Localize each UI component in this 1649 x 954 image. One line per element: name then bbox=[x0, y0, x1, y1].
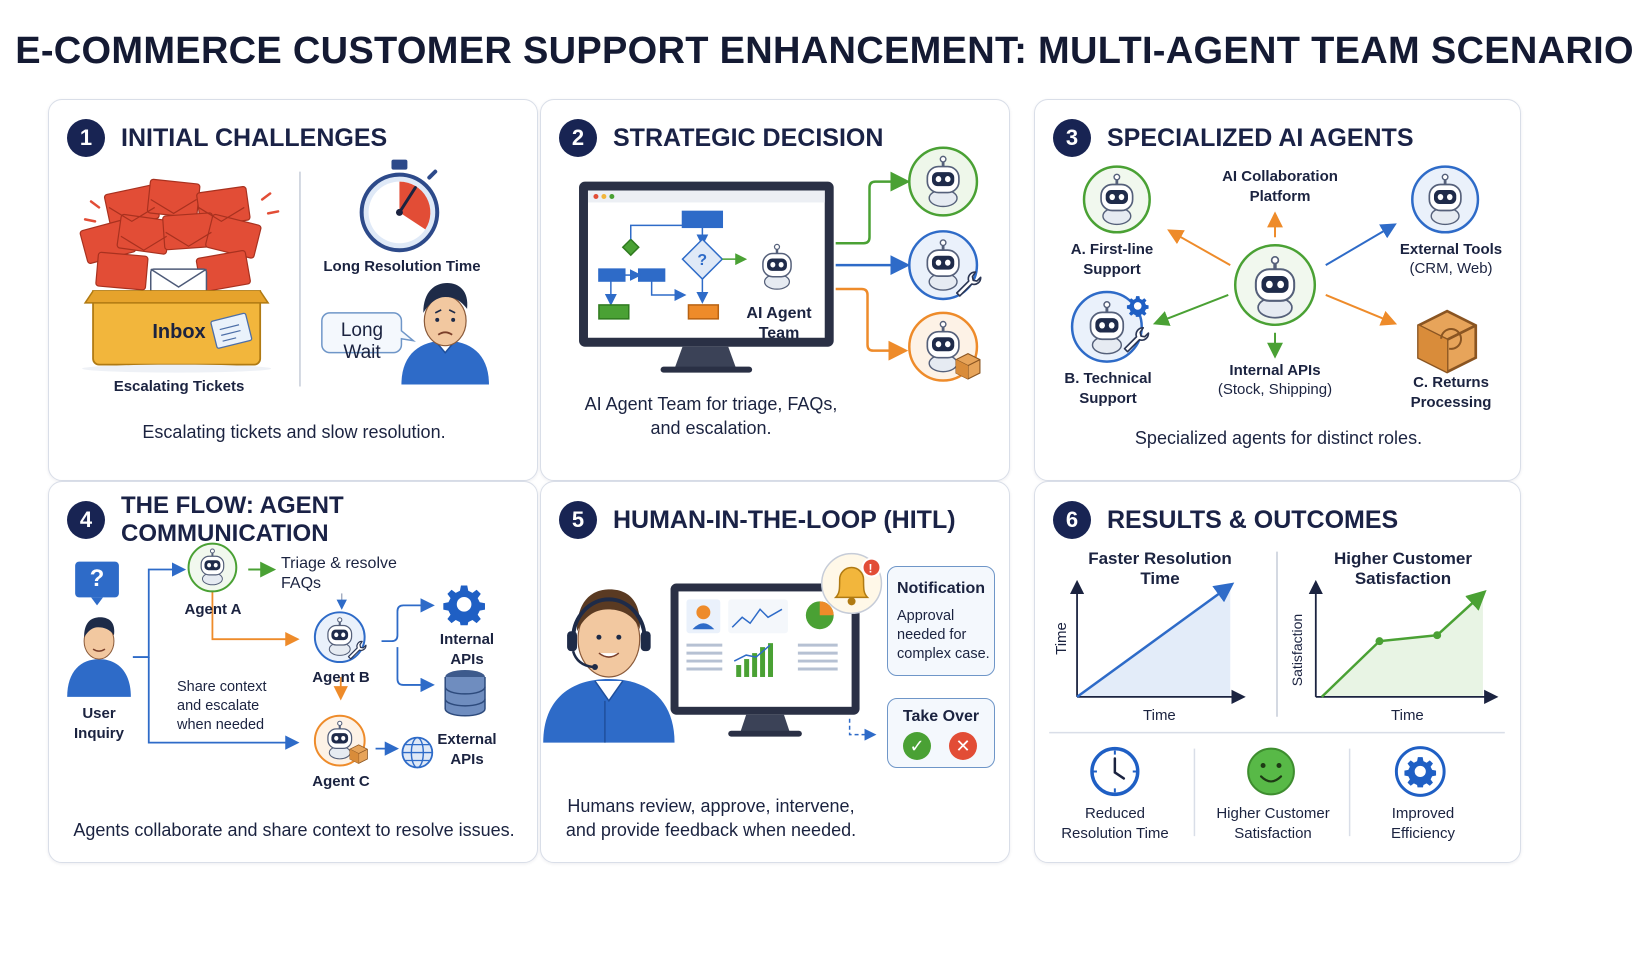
gear-icon bbox=[443, 585, 485, 626]
returns-label: C. Returns Processing bbox=[1410, 374, 1492, 411]
sad-customer-icon bbox=[401, 283, 489, 385]
panel-caption: Agents collaborate and share context to … bbox=[73, 820, 515, 840]
panel-strategic-decision: 2 STRATEGIC DECISION ? bbox=[540, 99, 1010, 481]
takeover-label: Take Over bbox=[902, 708, 980, 725]
panel-caption: Specialized agents for distinct roles. bbox=[1134, 428, 1423, 448]
step-number-badge: 3 bbox=[1053, 119, 1091, 157]
chart1-ylabel: Time bbox=[1052, 622, 1070, 655]
notification-title: Notification bbox=[897, 580, 985, 597]
dashboard-icon bbox=[670, 583, 860, 737]
outcome-efficiency: Improved Efficiency bbox=[1391, 805, 1455, 842]
chart1-xlabel: Time bbox=[1143, 707, 1176, 724]
box-icon bbox=[955, 353, 981, 380]
robot-icon bbox=[313, 611, 366, 664]
panel-title: HUMAN-IN-THE-LOOP (HITL) bbox=[613, 505, 956, 534]
step-number-badge: 4 bbox=[67, 501, 105, 539]
chart-higher-satisfaction bbox=[1308, 579, 1499, 705]
robot-icon bbox=[187, 542, 238, 593]
external-apis-label: External APIs bbox=[437, 731, 497, 768]
svg-text:!: ! bbox=[869, 562, 873, 576]
stopwatch-icon bbox=[359, 159, 440, 253]
robot-icon bbox=[1070, 290, 1143, 363]
agent-a-label: Agent A bbox=[184, 601, 242, 618]
notification-text: Approval needed for complex case. bbox=[897, 608, 990, 662]
panel-caption: AI Agent Team for triage, FAQs, and esca… bbox=[584, 394, 838, 438]
external-tools-label: External Tools bbox=[1399, 241, 1503, 258]
gear-icon bbox=[1394, 746, 1446, 797]
external-tools-sub: (CRM, Web) bbox=[1409, 260, 1493, 277]
panel-specialized-agents: 3 SPECIALIZED AI AGENTS AI Collaboratio bbox=[1034, 99, 1521, 481]
panel-results: 6 RESULTS & OUTCOMES bbox=[1034, 481, 1521, 863]
user-inquiry-label: User Inquiry bbox=[73, 705, 124, 742]
user-icon bbox=[67, 617, 131, 697]
agent-b-label: Agent B bbox=[312, 669, 370, 686]
outcome-reduced-time: Reduced Resolution Time bbox=[1061, 805, 1169, 842]
step-number-badge: 6 bbox=[1053, 501, 1091, 539]
internal-apis-label: Internal APIs bbox=[1229, 362, 1321, 379]
internal-apis-sub: (Stock, Shipping) bbox=[1217, 381, 1333, 398]
robot-icon bbox=[1233, 243, 1317, 327]
outcome-satisfaction: Higher Customer Satisfaction bbox=[1216, 805, 1330, 842]
question-mark: ? bbox=[89, 565, 105, 592]
panel-title: SPECIALIZED AI AGENTS bbox=[1107, 123, 1414, 152]
agent-team-label: AI Agent Team bbox=[746, 305, 812, 342]
step-number-badge: 5 bbox=[559, 501, 597, 539]
panel-title: THE FLOW: AGENT COMMUNICATION bbox=[121, 492, 344, 547]
first-line-label: A. First-line Support bbox=[1070, 241, 1154, 278]
panel-caption: Escalating tickets and slow resolution. bbox=[142, 422, 446, 442]
long-wait-label: Long Wait bbox=[340, 320, 384, 363]
box-icon bbox=[349, 744, 368, 764]
database-icon bbox=[444, 670, 486, 717]
platform-label: AI Collaboration Platform bbox=[1222, 168, 1338, 205]
agent-c-label: Agent C bbox=[312, 773, 370, 790]
chart1-title: Faster Resolution Time bbox=[1088, 549, 1232, 588]
notification-card bbox=[887, 566, 995, 676]
long-resolution-label: Long Resolution Time bbox=[323, 258, 481, 275]
robot-icon bbox=[908, 146, 979, 217]
bell-icon: ! bbox=[821, 552, 883, 615]
takeover-card bbox=[887, 698, 995, 768]
flowchart-icon bbox=[598, 210, 748, 320]
step-number-badge: 1 bbox=[67, 119, 105, 157]
panel-title: RESULTS & OUTCOMES bbox=[1107, 505, 1399, 534]
panel-initial-challenges: 1 INITIAL CHALLENGES bbox=[48, 99, 538, 481]
chart2-ylabel: Satisfaction bbox=[1289, 613, 1306, 687]
smiley-icon bbox=[1247, 747, 1295, 796]
robot-icon bbox=[1082, 165, 1151, 234]
panel-human-in-the-loop: 5 HUMAN-IN-THE-LOOP (HITL) bbox=[540, 481, 1010, 863]
internal-apis-label: Internal APIs bbox=[439, 631, 495, 668]
support-agent-icon bbox=[543, 589, 675, 743]
technical-support-label: B. Technical Support bbox=[1064, 370, 1152, 407]
chart2-xlabel: Time bbox=[1391, 707, 1424, 724]
question-icon bbox=[75, 561, 119, 606]
check-icon[interactable]: ✓ bbox=[903, 732, 931, 760]
panel-title: STRATEGIC DECISION bbox=[613, 123, 884, 152]
chart-faster-resolution bbox=[1069, 579, 1246, 705]
panel-agent-communication: 4 THE FLOW: AGENT COMMUNICATION bbox=[48, 481, 538, 863]
page-title: E-COMMERCE CUSTOMER SUPPORT ENHANCEMENT:… bbox=[15, 30, 1634, 72]
box-icon bbox=[1417, 309, 1478, 374]
inbox-label: Inbox bbox=[152, 321, 206, 343]
svg-text:?: ? bbox=[697, 252, 707, 269]
inbox-icon bbox=[79, 178, 280, 373]
globe-icon bbox=[401, 736, 434, 769]
clock-icon bbox=[1090, 746, 1140, 797]
panel-title: INITIAL CHALLENGES bbox=[121, 123, 388, 152]
triage-label: Triage & resolve FAQs bbox=[281, 555, 397, 592]
robot-icon bbox=[908, 230, 979, 301]
step-number-badge: 2 bbox=[559, 119, 597, 157]
speech-bubble bbox=[321, 312, 416, 354]
panel-caption: Humans review, approve, intervene, and p… bbox=[565, 796, 857, 840]
chart2-title: Higher Customer Satisfaction bbox=[1334, 549, 1472, 588]
robot-icon bbox=[1411, 165, 1480, 234]
cross-icon[interactable]: ✕ bbox=[949, 732, 977, 760]
share-context-label: Share context and escalate when needed bbox=[177, 679, 267, 733]
escalating-tickets-label: Escalating Tickets bbox=[113, 378, 245, 395]
